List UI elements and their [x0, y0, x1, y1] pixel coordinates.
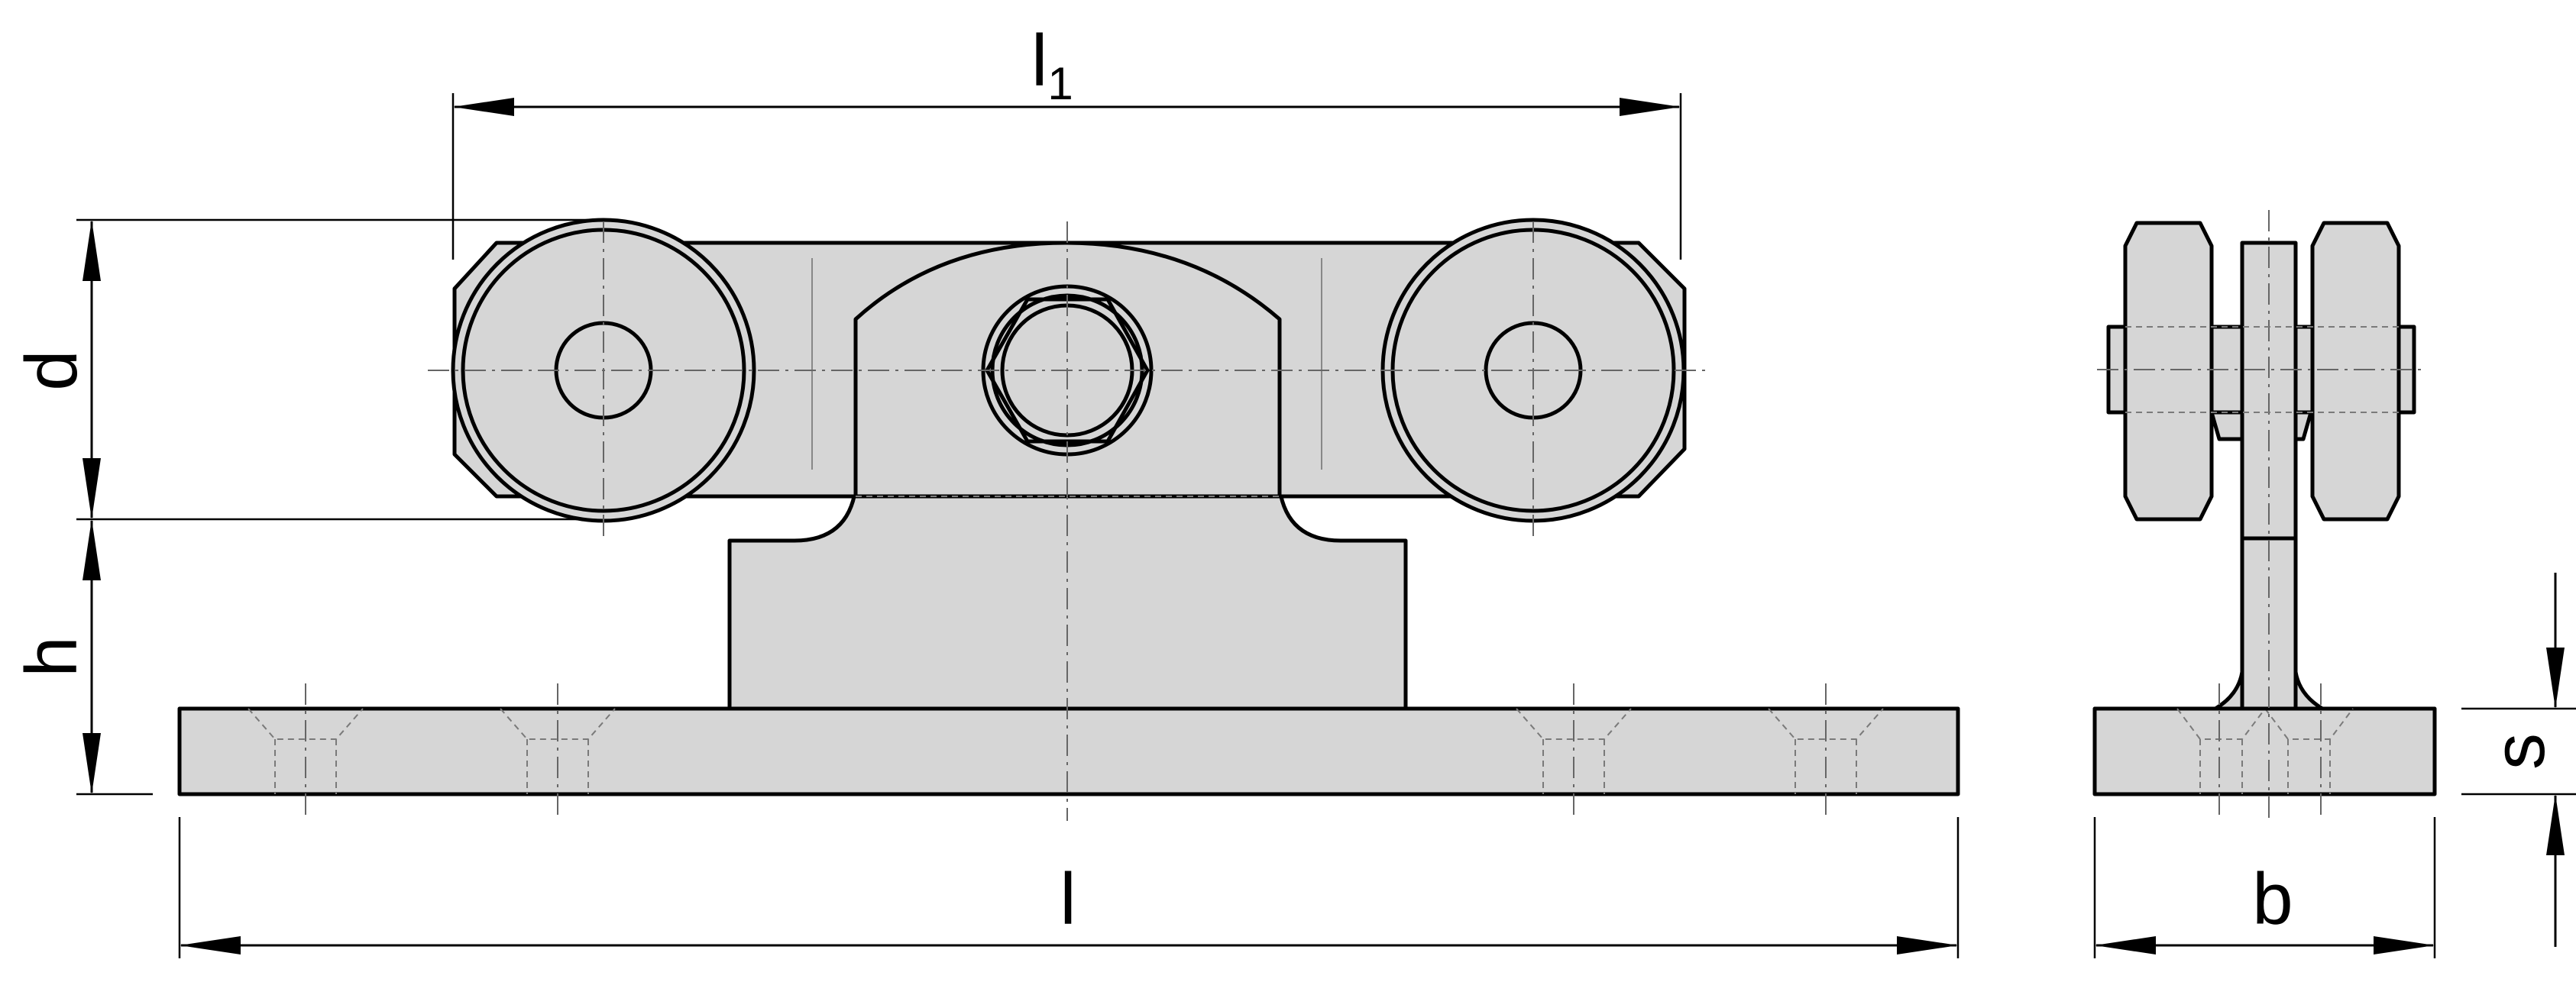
front-centerlines: [305, 221, 1827, 821]
dimension-label-l1: l1: [1031, 20, 1073, 109]
dimension-label-l: l: [1060, 858, 1076, 940]
dimension-label-d: d: [11, 350, 92, 390]
countersunk-holes: [248, 708, 1884, 794]
base-plate: [177, 706, 1960, 796]
front-view: [177, 218, 1960, 821]
side-right-wheel: [2310, 221, 2401, 522]
dimension-label-h: h: [11, 636, 92, 677]
dimension-label-b: b: [2252, 858, 2293, 940]
side-left-wheel: [2123, 221, 2214, 522]
dimension-label-s: s: [2478, 733, 2560, 770]
side-base-plate: [2092, 706, 2437, 796]
side-view: [2092, 210, 2437, 821]
dimension-lines: [76, 93, 2576, 958]
